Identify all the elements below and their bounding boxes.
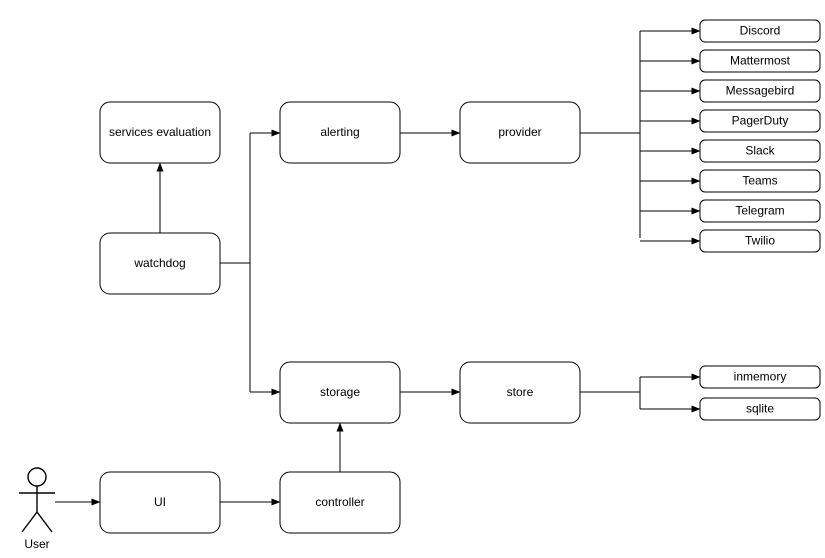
node-services-evaluation-box[interactable]	[99, 101, 221, 164]
node-provider-leaf-7[interactable]: Twilio	[699, 229, 821, 253]
node-provider-leaf-box-0[interactable]	[699, 19, 821, 43]
node-store[interactable]: store	[459, 361, 581, 424]
node-store-leaf-box-0[interactable]	[699, 365, 821, 389]
node-services-evaluation[interactable]: services evaluation	[99, 101, 221, 164]
node-provider-leaf-label-0: Discord	[740, 24, 781, 38]
node-controller-box[interactable]	[279, 471, 401, 534]
node-provider-leaf-box-2[interactable]	[699, 79, 821, 103]
node-ui-label: UI	[154, 495, 166, 509]
node-provider-leaf-box-5[interactable]	[699, 169, 821, 193]
node-provider-leaf-box-6[interactable]	[699, 199, 821, 223]
node-ui[interactable]: UI	[99, 471, 221, 534]
node-provider-leaf-label-7: Twilio	[745, 234, 775, 248]
node-provider-leaf-label-4: Slack	[745, 144, 775, 158]
node-provider-leaf-label-3: PagerDuty	[732, 114, 789, 128]
node-store-leaf-0[interactable]: inmemory	[699, 365, 821, 389]
node-watchdog-box[interactable]	[99, 232, 221, 295]
node-provider-leaf-label-6: Telegram	[735, 204, 784, 218]
node-provider-leaf-label-1: Mattermost	[730, 54, 791, 68]
node-provider-leaf-label-5: Teams	[742, 174, 777, 188]
node-store-leaf-box-1[interactable]	[699, 397, 821, 421]
actor-user[interactable]: User	[19, 467, 55, 551]
node-provider-leaf-2[interactable]: Messagebird	[699, 79, 821, 103]
node-store-leaf-1[interactable]: sqlite	[699, 397, 821, 421]
node-store-leaf-label-0: inmemory	[734, 370, 787, 384]
provider-leaf-list: DiscordMattermostMessagebirdPagerDutySla…	[640, 19, 821, 253]
node-services-evaluation-label: services evaluation	[109, 125, 211, 139]
node-provider-leaf-3[interactable]: PagerDuty	[699, 109, 821, 133]
node-storage[interactable]: storage	[279, 361, 401, 424]
node-provider-leaf-box-3[interactable]	[699, 109, 821, 133]
stick-figure-actor-icon	[19, 467, 55, 533]
node-alerting-box[interactable]	[279, 101, 401, 164]
store-leaf-list: inmemory sqlite	[640, 365, 821, 421]
node-provider[interactable]: provider	[459, 101, 581, 164]
node-watchdog[interactable]: watchdog	[99, 232, 221, 295]
node-provider-label: provider	[498, 125, 541, 139]
node-store-label: store	[507, 385, 534, 399]
node-provider-leaf-4[interactable]: Slack	[699, 139, 821, 163]
node-provider-leaf-box-4[interactable]	[699, 139, 821, 163]
node-watchdog-label: watchdog	[133, 256, 185, 270]
node-provider-leaf-1[interactable]: Mattermost	[699, 49, 821, 73]
node-alerting[interactable]: alerting	[279, 101, 401, 164]
node-controller[interactable]: controller	[279, 471, 401, 534]
node-provider-leaf-label-2: Messagebird	[726, 84, 795, 98]
node-store-leaf-label-1: sqlite	[746, 402, 774, 416]
node-provider-leaf-0[interactable]: Discord	[699, 19, 821, 43]
node-controller-label: controller	[315, 495, 364, 509]
actor-user-label: User	[24, 537, 49, 551]
node-provider-leaf-box-7[interactable]	[699, 229, 821, 253]
node-ui-box[interactable]	[99, 471, 221, 534]
node-provider-leaf-6[interactable]: Telegram	[699, 199, 821, 223]
node-storage-box[interactable]	[279, 361, 401, 424]
node-provider-leaf-box-1[interactable]	[699, 49, 821, 73]
node-provider-leaf-5[interactable]: Teams	[699, 169, 821, 193]
node-store-box[interactable]	[459, 361, 581, 424]
node-storage-label: storage	[320, 385, 360, 399]
node-alerting-label: alerting	[320, 125, 359, 139]
edges-layer	[55, 31, 641, 506]
node-provider-box[interactable]	[459, 101, 581, 164]
